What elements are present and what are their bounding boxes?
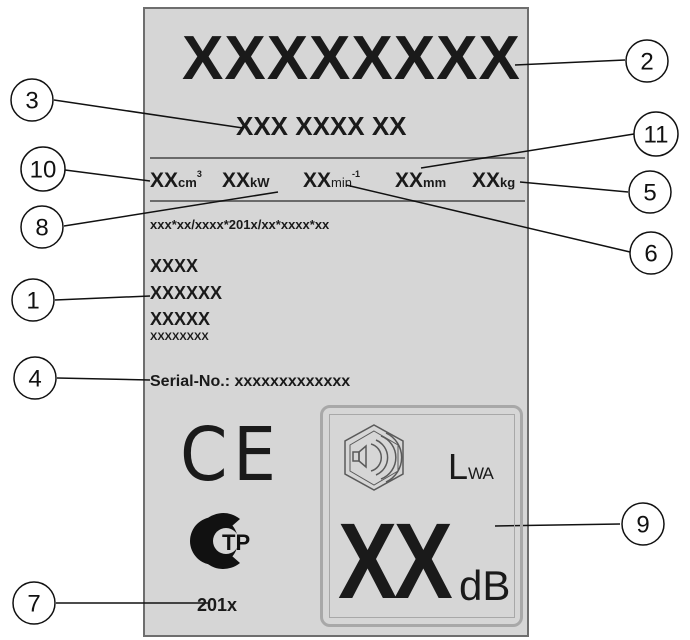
svg-text:4: 4	[28, 366, 41, 393]
manufacture-year: 201x	[197, 595, 238, 615]
spec-displacement: XXcm3	[150, 169, 202, 192]
svg-text:3: 3	[25, 88, 38, 115]
callout-8: 8	[20, 205, 64, 249]
callout-4: 4	[13, 356, 57, 400]
identification-line-2: XXXXXX	[150, 283, 223, 303]
svg-text:6: 6	[644, 241, 657, 268]
callout-10: 10	[20, 146, 66, 192]
plate-title: XXXXXXXX	[182, 24, 521, 93]
spec-length: XXmm	[395, 169, 447, 192]
divider-top	[150, 157, 525, 159]
identification-line-3: XXXXX	[150, 309, 211, 329]
leader-lines	[53, 59, 635, 604]
sound-power-value: XX	[338, 500, 453, 621]
serial-number: Serial-No.: xxxxxxxxxxxxx	[150, 373, 351, 390]
sound-power-icon	[344, 424, 404, 491]
svg-text:10: 10	[30, 157, 57, 184]
svg-text:7: 7	[27, 591, 40, 618]
callout-7: 7	[12, 581, 56, 625]
model-designation: XXX XXXX XX	[236, 111, 407, 141]
sound-power-symbol: LWA	[448, 446, 494, 487]
callout-9: 9	[621, 502, 665, 546]
svg-text:5: 5	[643, 180, 656, 207]
eac-mark-text: TP	[222, 530, 250, 555]
spec-weight: XXkg	[472, 169, 516, 192]
callout-5: 5	[628, 170, 672, 214]
callout-6: 6	[629, 231, 673, 275]
callout-markers: 2 3 11 10 5 8 6 1 4 9 7	[10, 39, 679, 625]
callout-3: 3	[10, 78, 54, 122]
spec-power: XXkW	[222, 169, 270, 192]
callout-11: 11	[633, 111, 679, 157]
svg-text:2: 2	[640, 49, 653, 76]
noise-label-frame	[320, 405, 523, 627]
eac-mark-icon: TP	[190, 513, 250, 569]
identification-line-1: XXXX	[150, 256, 199, 276]
sound-power-unit: dB	[459, 562, 511, 609]
ce-mark: CE	[180, 412, 282, 498]
callout-1: 1	[11, 278, 55, 322]
divider-bottom	[150, 200, 525, 202]
noise-label-inner-frame	[329, 414, 515, 618]
svg-text:9: 9	[636, 512, 649, 539]
svg-text:11: 11	[644, 122, 669, 149]
product-code: xxx*xx/xxxx*201x/xx*xxxx*xx	[150, 217, 330, 232]
svg-text:1: 1	[26, 288, 39, 315]
callout-2: 2	[625, 39, 669, 83]
identification-line-4: XXXXXXXX	[150, 331, 209, 343]
svg-text:8: 8	[35, 215, 48, 242]
